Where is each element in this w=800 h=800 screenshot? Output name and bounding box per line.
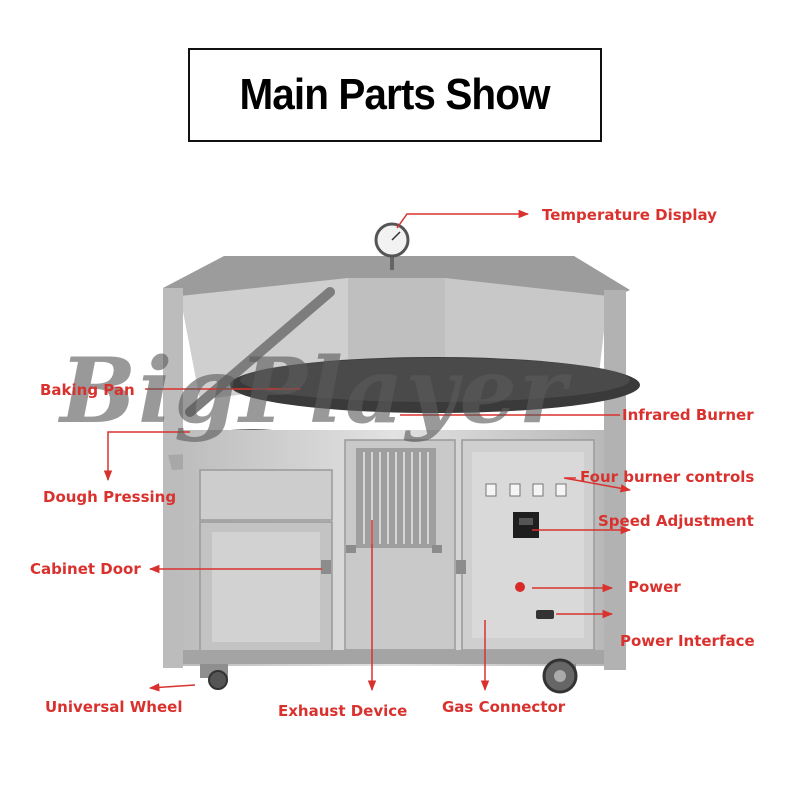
label-temperature-display: Temperature Display bbox=[542, 206, 717, 224]
universal-wheel-right bbox=[542, 658, 578, 694]
label-gas-connector: Gas Connector bbox=[442, 698, 566, 716]
lid-arm bbox=[185, 287, 335, 417]
label-universal-wheel: Universal Wheel bbox=[45, 698, 183, 716]
universal-wheel-left bbox=[208, 670, 228, 690]
page-title: Main Parts Show bbox=[239, 70, 551, 119]
title-box: Main Parts Show bbox=[188, 48, 602, 142]
label-infrared-burner: Infrared Burner bbox=[622, 406, 754, 424]
label-speed-adjustment: Speed Adjustment bbox=[598, 512, 754, 530]
label-power-interface: Power Interface bbox=[620, 632, 755, 650]
base-frame bbox=[183, 650, 604, 664]
label-exhaust-device: Exhaust Device bbox=[278, 702, 408, 720]
label-dough-pressing: Dough Pressing bbox=[43, 488, 177, 506]
label-power: Power bbox=[628, 578, 681, 596]
callout-lines bbox=[103, 209, 632, 692]
temperature-gauge bbox=[374, 222, 410, 270]
label-four-burner-controls: Four burner controls bbox=[580, 468, 755, 486]
label-baking-pan: Baking Pan bbox=[40, 381, 135, 399]
label-cabinet-door: Cabinet Door bbox=[30, 560, 141, 578]
cabinet-body bbox=[183, 430, 604, 666]
